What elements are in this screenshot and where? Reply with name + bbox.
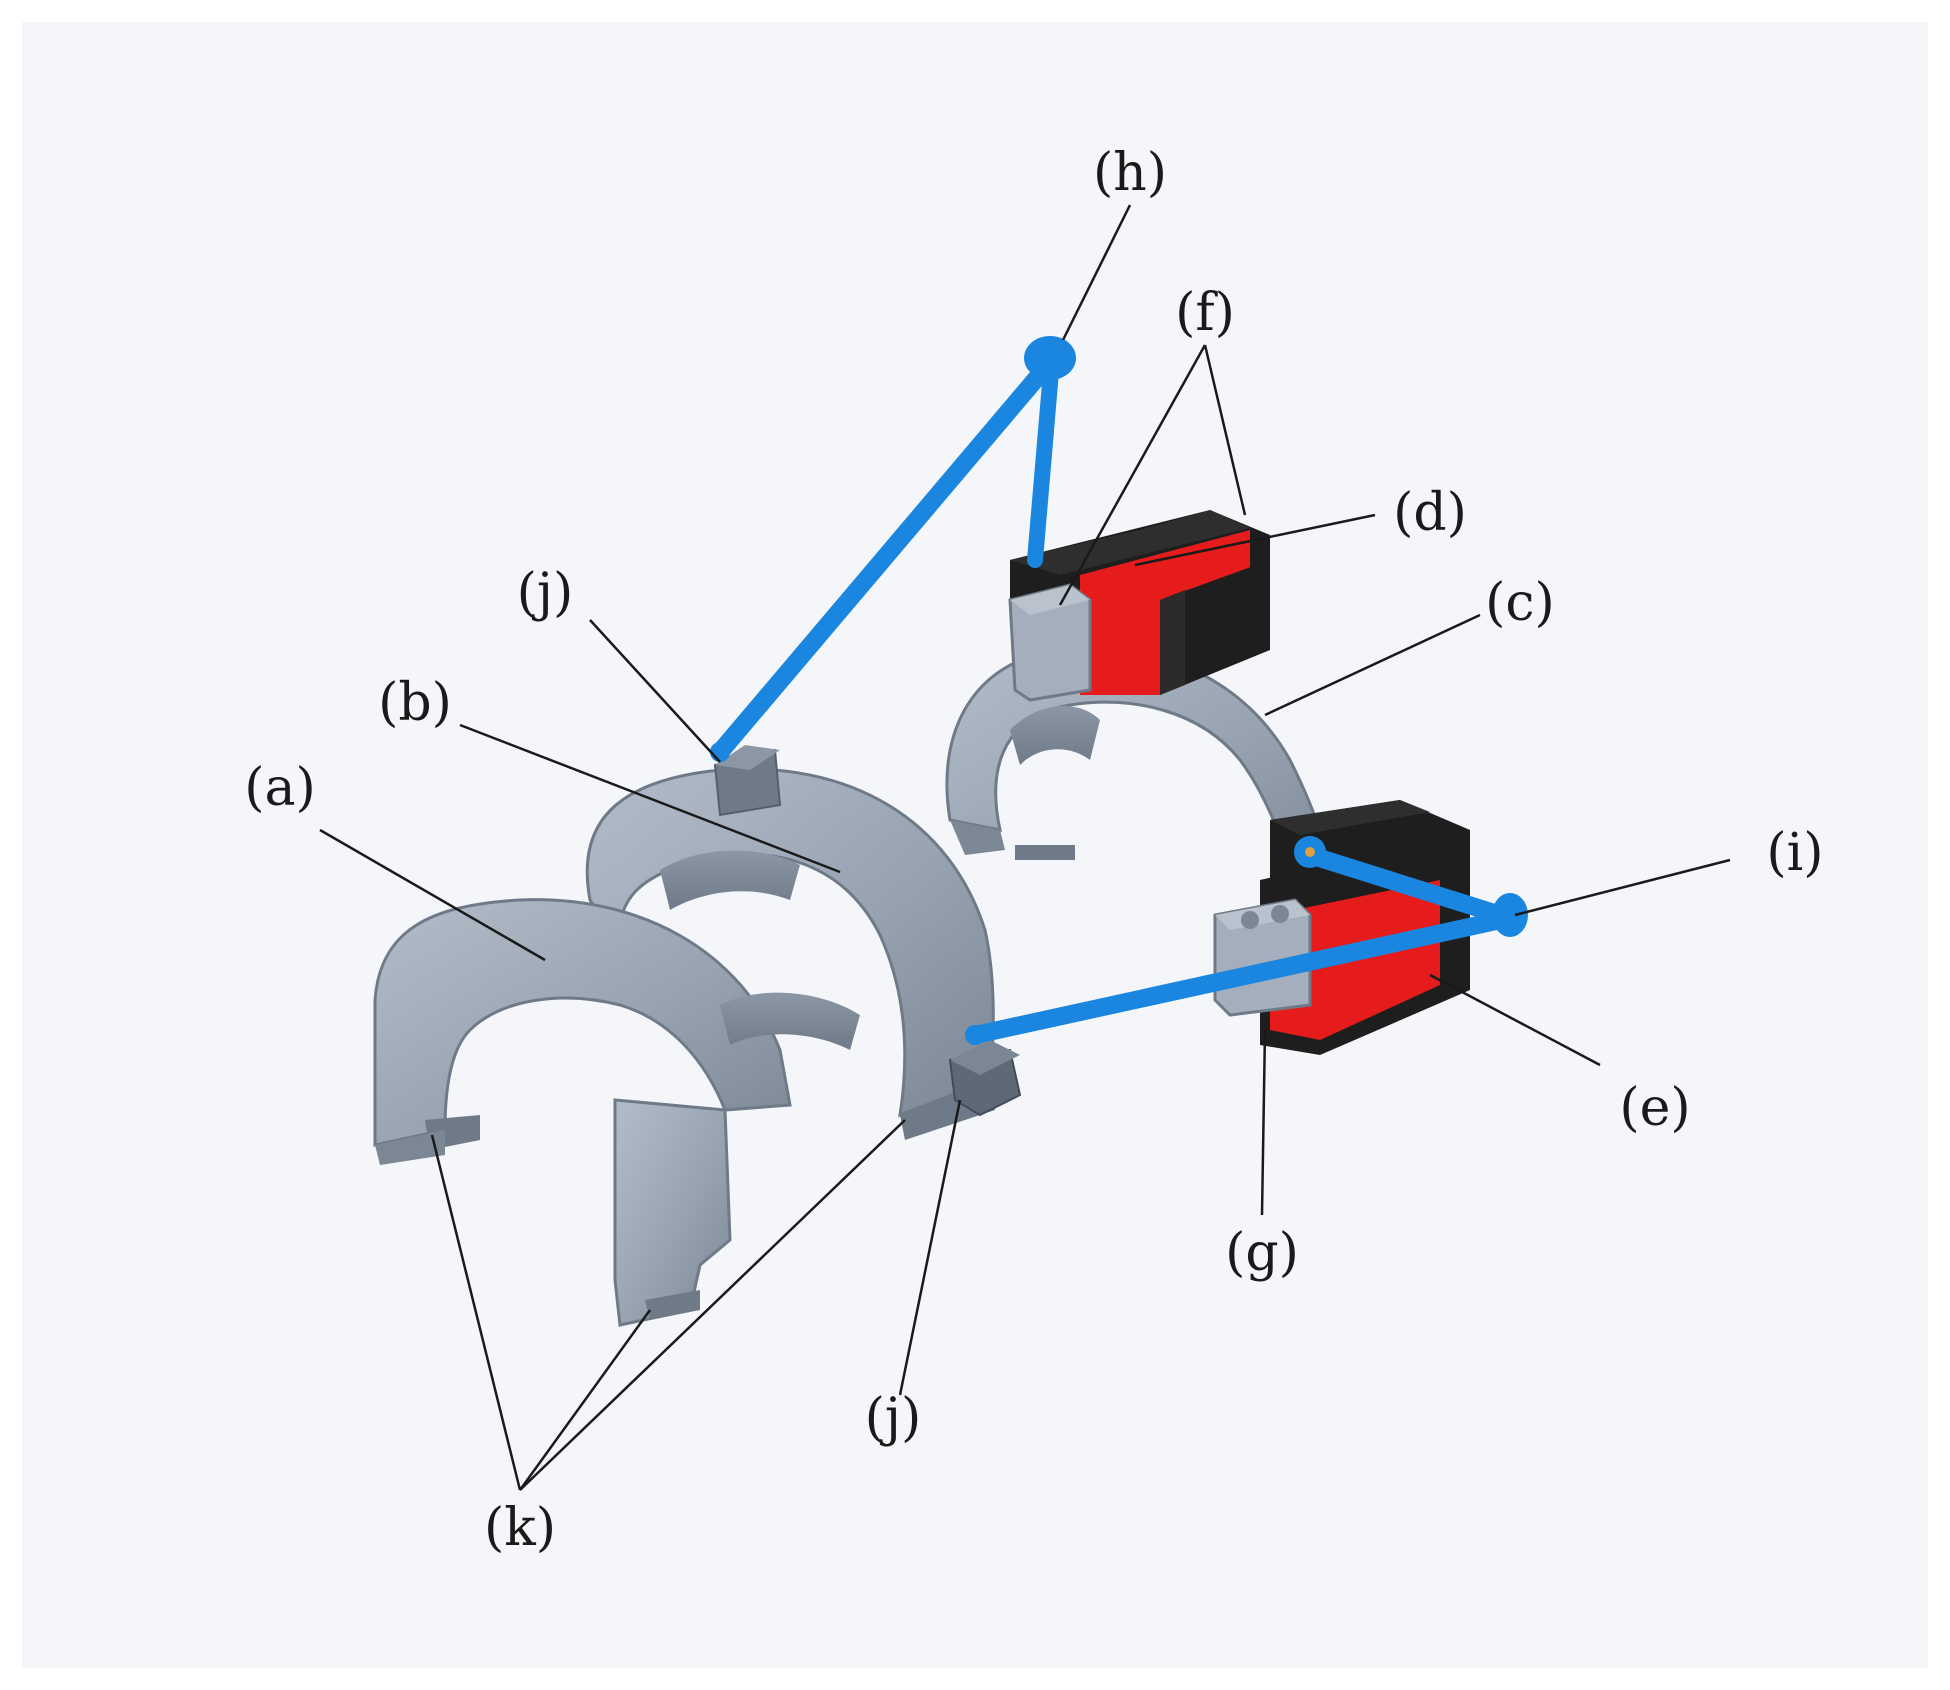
upper-linkage-part-h — [711, 336, 1076, 761]
leader-i — [1514, 858, 1731, 917]
label-g: (g) — [1225, 1223, 1299, 1283]
leader-f-left — [1058, 344, 1207, 606]
label-d: (d) — [1393, 483, 1467, 543]
leader-k-3 — [519, 1119, 906, 1491]
front-cuff-part-a — [373, 898, 860, 1327]
leader-b — [459, 723, 841, 874]
leader-h — [1061, 204, 1132, 341]
label-h: (h) — [1093, 143, 1167, 203]
label-j-top: (j) — [517, 563, 574, 623]
leader-e — [1429, 973, 1601, 1067]
leader-lines — [319, 204, 1731, 1491]
leader-j-top — [589, 619, 721, 763]
leader-f-right — [1203, 344, 1247, 516]
label-j-bottom: (j) — [865, 1388, 922, 1448]
label-i: (i) — [1766, 823, 1823, 883]
label-f: (f) — [1175, 283, 1235, 343]
leader-k-2 — [518, 1309, 652, 1491]
leader-j-bottom — [898, 1099, 962, 1396]
label-a: (a) — [244, 758, 316, 818]
label-k: (k) — [484, 1498, 556, 1558]
label-b: (b) — [378, 673, 452, 733]
lower-linkage-part-i — [966, 836, 1528, 1044]
bracket-part-f — [1008, 583, 1092, 702]
label-e: (e) — [1619, 1078, 1690, 1138]
leader-g — [1260, 1029, 1267, 1216]
leader-c — [1264, 613, 1481, 717]
leader-a — [319, 828, 546, 962]
leader-d — [1134, 513, 1376, 567]
label-c: (c) — [1485, 573, 1555, 633]
servo-part-d — [1010, 510, 1270, 695]
leader-k-1 — [430, 1134, 522, 1491]
